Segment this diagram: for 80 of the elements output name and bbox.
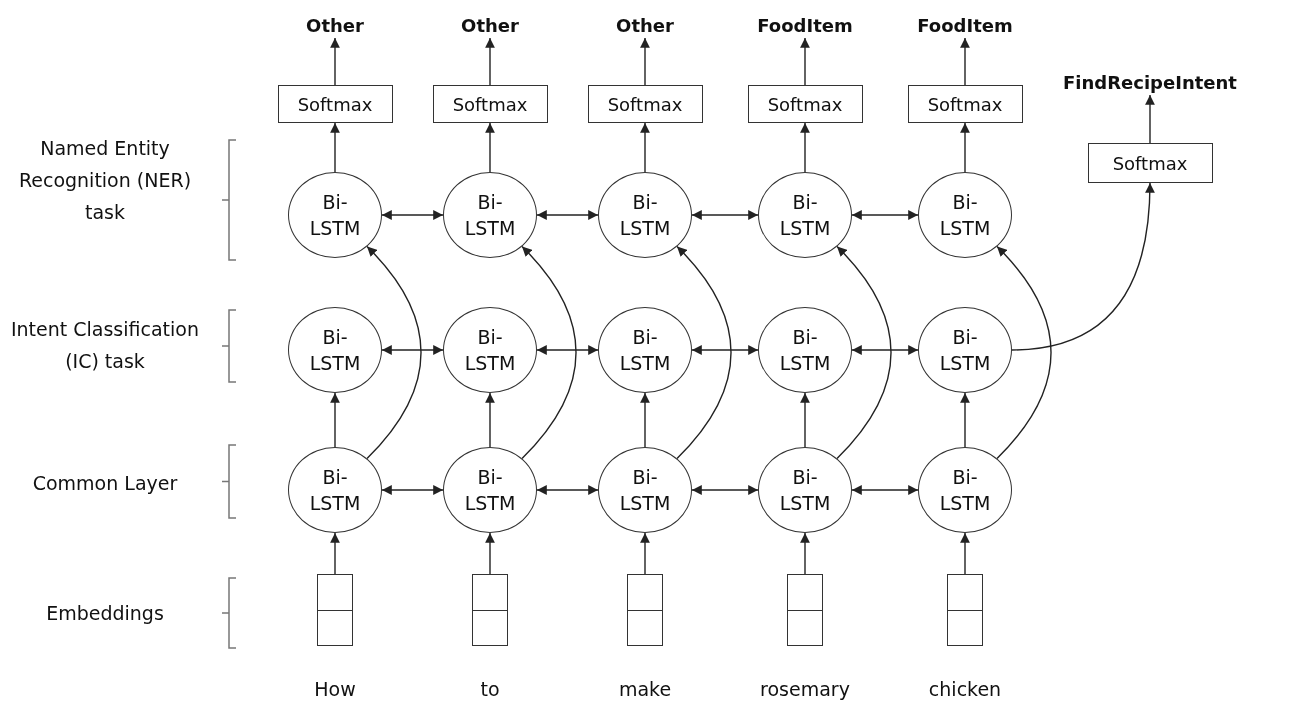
row-label: Common Layer bbox=[31, 471, 179, 496]
arrow bbox=[691, 210, 759, 220]
arrow bbox=[960, 392, 970, 448]
word-label: make bbox=[617, 678, 673, 700]
arrow bbox=[800, 37, 810, 86]
bilstm-circle: Bi- LSTM bbox=[918, 447, 1012, 533]
arrow bbox=[330, 532, 340, 575]
curved-arrow bbox=[1011, 182, 1155, 351]
arrow bbox=[536, 345, 599, 355]
arrow bbox=[800, 392, 810, 448]
softmax-box: Softmax bbox=[587, 85, 703, 123]
embedding-vector bbox=[787, 574, 823, 646]
softmax-box: Softmax bbox=[747, 85, 863, 123]
arrow bbox=[485, 37, 495, 86]
bilstm-circle: Bi- LSTM bbox=[758, 172, 852, 258]
output-label: FindRecipeIntent bbox=[1060, 69, 1240, 95]
bilstm-circle: Bi- LSTM bbox=[918, 172, 1012, 258]
arrow bbox=[381, 345, 444, 355]
arrow bbox=[536, 485, 599, 495]
softmax-box: Softmax bbox=[1087, 143, 1213, 183]
row-label: Named Entity Recognition (NER) task bbox=[17, 136, 193, 225]
arrow bbox=[851, 210, 919, 220]
bilstm-circle: Bi- LSTM bbox=[443, 172, 537, 258]
word-label: How bbox=[313, 678, 357, 700]
arrow bbox=[485, 392, 495, 448]
arrow bbox=[381, 485, 444, 495]
embedding-vector bbox=[472, 574, 508, 646]
word-label: to bbox=[479, 678, 501, 700]
arrow bbox=[960, 37, 970, 86]
arrow bbox=[485, 122, 495, 173]
embedding-vector bbox=[947, 574, 983, 646]
arrow bbox=[851, 485, 919, 495]
output-label: FoodItem bbox=[910, 12, 1020, 38]
arrow bbox=[691, 345, 759, 355]
arrow bbox=[330, 122, 340, 173]
bilstm-circle: Bi- LSTM bbox=[758, 447, 852, 533]
embedding-vector bbox=[317, 574, 353, 646]
arrow bbox=[960, 122, 970, 173]
row-label: Embeddings bbox=[45, 601, 165, 626]
softmax-box: Softmax bbox=[277, 85, 393, 123]
softmax-box: Softmax bbox=[432, 85, 548, 123]
softmax-box: Softmax bbox=[907, 85, 1023, 123]
bilstm-circle: Bi- LSTM bbox=[598, 307, 692, 393]
word-label: rosemary bbox=[759, 678, 851, 700]
bilstm-circle: Bi- LSTM bbox=[443, 307, 537, 393]
arrow bbox=[640, 392, 650, 448]
output-label: Other bbox=[590, 12, 700, 38]
bilstm-circle: Bi- LSTM bbox=[598, 172, 692, 258]
arrow bbox=[330, 37, 340, 86]
arrow bbox=[640, 532, 650, 575]
curved-arrow bbox=[366, 245, 422, 460]
arrow bbox=[330, 392, 340, 448]
arrow bbox=[691, 485, 759, 495]
curved-arrow bbox=[836, 245, 892, 460]
arrow bbox=[485, 532, 495, 575]
arrow bbox=[800, 122, 810, 173]
arrow bbox=[800, 532, 810, 575]
output-label: FoodItem bbox=[750, 12, 860, 38]
curved-arrow bbox=[521, 245, 577, 460]
arrow bbox=[640, 37, 650, 86]
bilstm-circle: Bi- LSTM bbox=[443, 447, 537, 533]
bilstm-circle: Bi- LSTM bbox=[288, 172, 382, 258]
bilstm-circle: Bi- LSTM bbox=[758, 307, 852, 393]
curved-arrow bbox=[996, 245, 1052, 460]
bilstm-circle: Bi- LSTM bbox=[598, 447, 692, 533]
arrow bbox=[640, 122, 650, 173]
arrow bbox=[1145, 94, 1155, 144]
arrow bbox=[960, 532, 970, 575]
arrow bbox=[381, 210, 444, 220]
arrow bbox=[851, 345, 919, 355]
bilstm-circle: Bi- LSTM bbox=[918, 307, 1012, 393]
bilstm-circle: Bi- LSTM bbox=[288, 447, 382, 533]
curved-arrow bbox=[676, 245, 732, 460]
bilstm-circle: Bi- LSTM bbox=[288, 307, 382, 393]
embedding-vector bbox=[627, 574, 663, 646]
output-label: Other bbox=[280, 12, 390, 38]
row-label: Intent Classification (IC) task bbox=[10, 317, 200, 374]
word-label: chicken bbox=[927, 678, 1003, 700]
arrow bbox=[536, 210, 599, 220]
output-label: Other bbox=[435, 12, 545, 38]
